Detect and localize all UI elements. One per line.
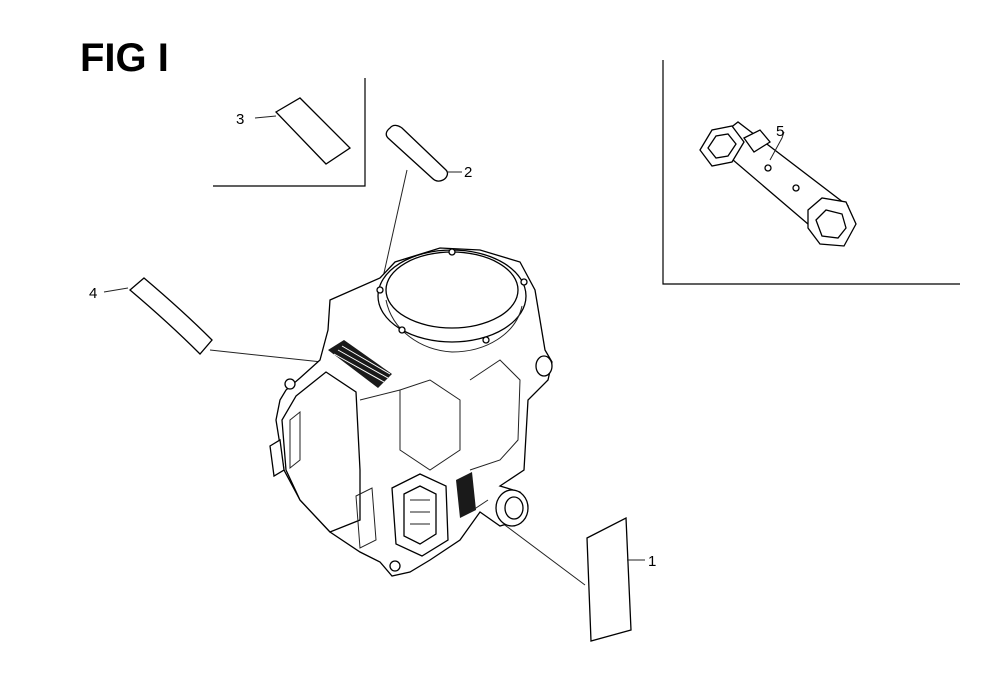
callout-3: 3 [236, 111, 244, 128]
part-1-label-card[interactable] [586, 516, 645, 642]
leader-line-2 [381, 169, 408, 283]
part-5-spark-plug-wrench[interactable] [699, 121, 857, 247]
callout-5: 5 [776, 123, 784, 140]
part-5-group-frame [662, 60, 960, 285]
callout-2: 2 [464, 164, 472, 181]
callout-4: 4 [89, 285, 97, 302]
part-2-decal-strip[interactable] [385, 124, 462, 182]
engine-assembly [269, 247, 553, 577]
part-4-decal-strip[interactable] [103, 277, 213, 355]
leader-line-4 [209, 349, 323, 363]
callout-1: 1 [648, 553, 656, 570]
figure-title: FIG I [80, 36, 169, 80]
part-3-label-sheet[interactable] [254, 97, 352, 165]
part-3-group-frame [213, 78, 366, 187]
